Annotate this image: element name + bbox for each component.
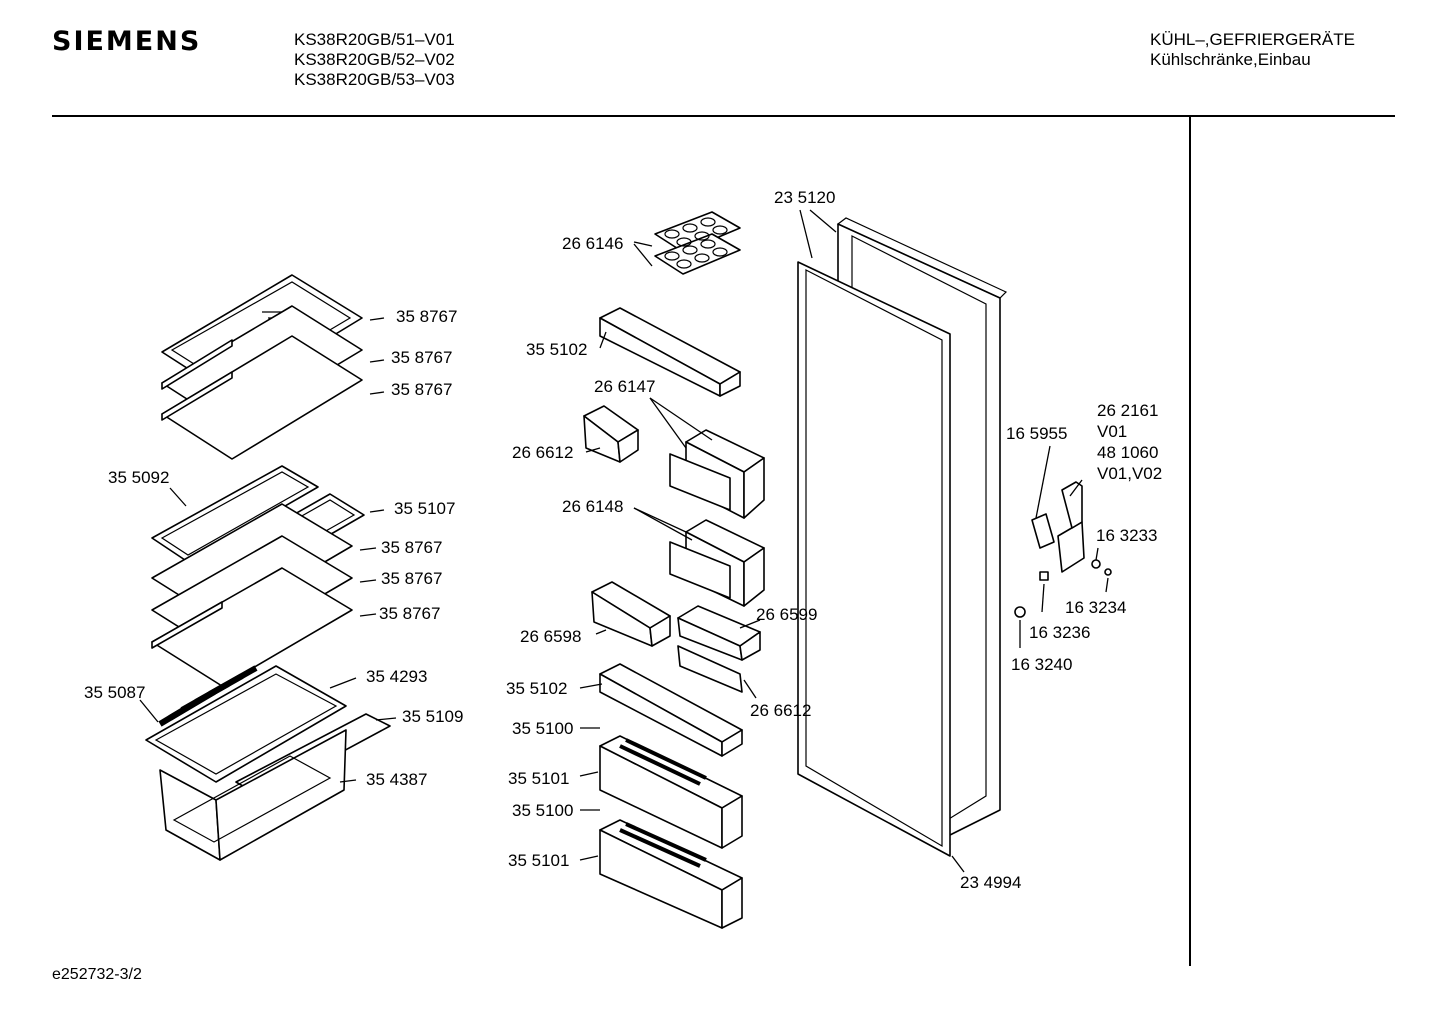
label-glass-shelf: 35 8767: [381, 538, 442, 557]
bottle-tray-1: [599, 735, 743, 849]
label-hinge-part: 26 2161: [1097, 401, 1158, 420]
label-pin: 16 3236: [1029, 623, 1090, 642]
bottle-shelf-lower: [599, 663, 743, 757]
label-butter-box-b: 26 6148: [562, 497, 623, 516]
model-number: KS38R20GB/53–V03: [294, 70, 455, 89]
label-hinge-bracket-variant: V01,V02: [1097, 464, 1162, 483]
document-reference: e252732-3/2: [52, 966, 142, 983]
label-bottle-tray-2: 35 5101: [508, 851, 569, 870]
category-title: KÜHL–,GEFRIERGERÄTE: [1150, 30, 1355, 49]
part-labels: 23 5120 26 6146 35 5102 26 6147 26 6612 …: [84, 188, 1162, 892]
label-glass-shelf: 35 8767: [391, 348, 452, 367]
label-hinge-bracket: 48 1060: [1097, 443, 1158, 462]
label-door-gasket: 23 4994: [960, 873, 1021, 892]
hinge-assembly: [1014, 481, 1112, 618]
label-egg-tray: 26 6146: [562, 234, 623, 253]
label-crisper-plate: 35 5109: [402, 707, 463, 726]
butter-box-a: [669, 429, 765, 519]
label-split-shelf-right: 35 5107: [394, 499, 455, 518]
model-number: KS38R20GB/52–V02: [294, 50, 455, 69]
category-block: KÜHL–,GEFRIERGERÄTE Kühlschränke,Einbau: [1150, 30, 1355, 70]
label-small-tray-right: 26 6599: [756, 605, 817, 624]
label-small-shelf-left: 26 6612: [512, 443, 573, 462]
glass-shelf-stack-lower: [151, 503, 353, 687]
label-hinge-screw: 16 5955: [1006, 424, 1067, 443]
egg-tray: [654, 211, 741, 275]
label-hinge-part-variant: V01: [1097, 422, 1127, 441]
label-glass-shelf: 35 8767: [391, 380, 452, 399]
label-bottle-shelf-lower: 35 5102: [506, 679, 567, 698]
label-glass-shelf: 35 8767: [379, 604, 440, 623]
small-tray-left: [591, 581, 671, 647]
label-cap: 16 3240: [1011, 655, 1072, 674]
model-list: KS38R20GB/51–V01 KS38R20GB/52–V02 KS38R2…: [294, 30, 455, 90]
label-bottle-tray-1: 35 5101: [508, 769, 569, 788]
glass-shelf-stack: [161, 274, 363, 460]
small-trays-right: [677, 605, 761, 693]
crisper-assembly: [145, 665, 391, 861]
label-crisper-grid: 35 5087: [84, 683, 145, 702]
category-subtitle: Kühlschränke,Einbau: [1150, 50, 1311, 69]
brand-logo: SIEMENS: [52, 26, 202, 57]
label-bottle-rack-2: 35 5100: [512, 801, 573, 820]
door-gasket: [797, 261, 951, 857]
label-small-tray-left: 26 6598: [520, 627, 581, 646]
label-bottle-rack-1: 35 5100: [512, 719, 573, 738]
butter-box-b: [669, 519, 765, 607]
label-crisper-drawer: 35 4387: [366, 770, 427, 789]
label-butter-box-a: 26 6147: [594, 377, 655, 396]
label-crisper-cover: 35 4293: [366, 667, 427, 686]
model-number: KS38R20GB/51–V01: [294, 30, 455, 49]
label-screw: 16 3233: [1096, 526, 1157, 545]
label-split-shelf-left: 35 5092: [108, 468, 169, 487]
bottle-shelf-upper: [599, 307, 741, 397]
label-glass-shelf: 35 8767: [381, 569, 442, 588]
label-bottle-shelf-upper: 35 5102: [526, 340, 587, 359]
leader-lines: [139, 209, 1109, 873]
label-washer: 16 3234: [1065, 598, 1126, 617]
small-shelf-left: [583, 405, 639, 463]
label-small-tray-right-lower: 26 6612: [750, 701, 811, 720]
label-door-frame: 23 5120: [774, 188, 835, 207]
bottle-tray-2: [599, 819, 743, 929]
label-glass-shelf: 35 8767: [396, 307, 457, 326]
